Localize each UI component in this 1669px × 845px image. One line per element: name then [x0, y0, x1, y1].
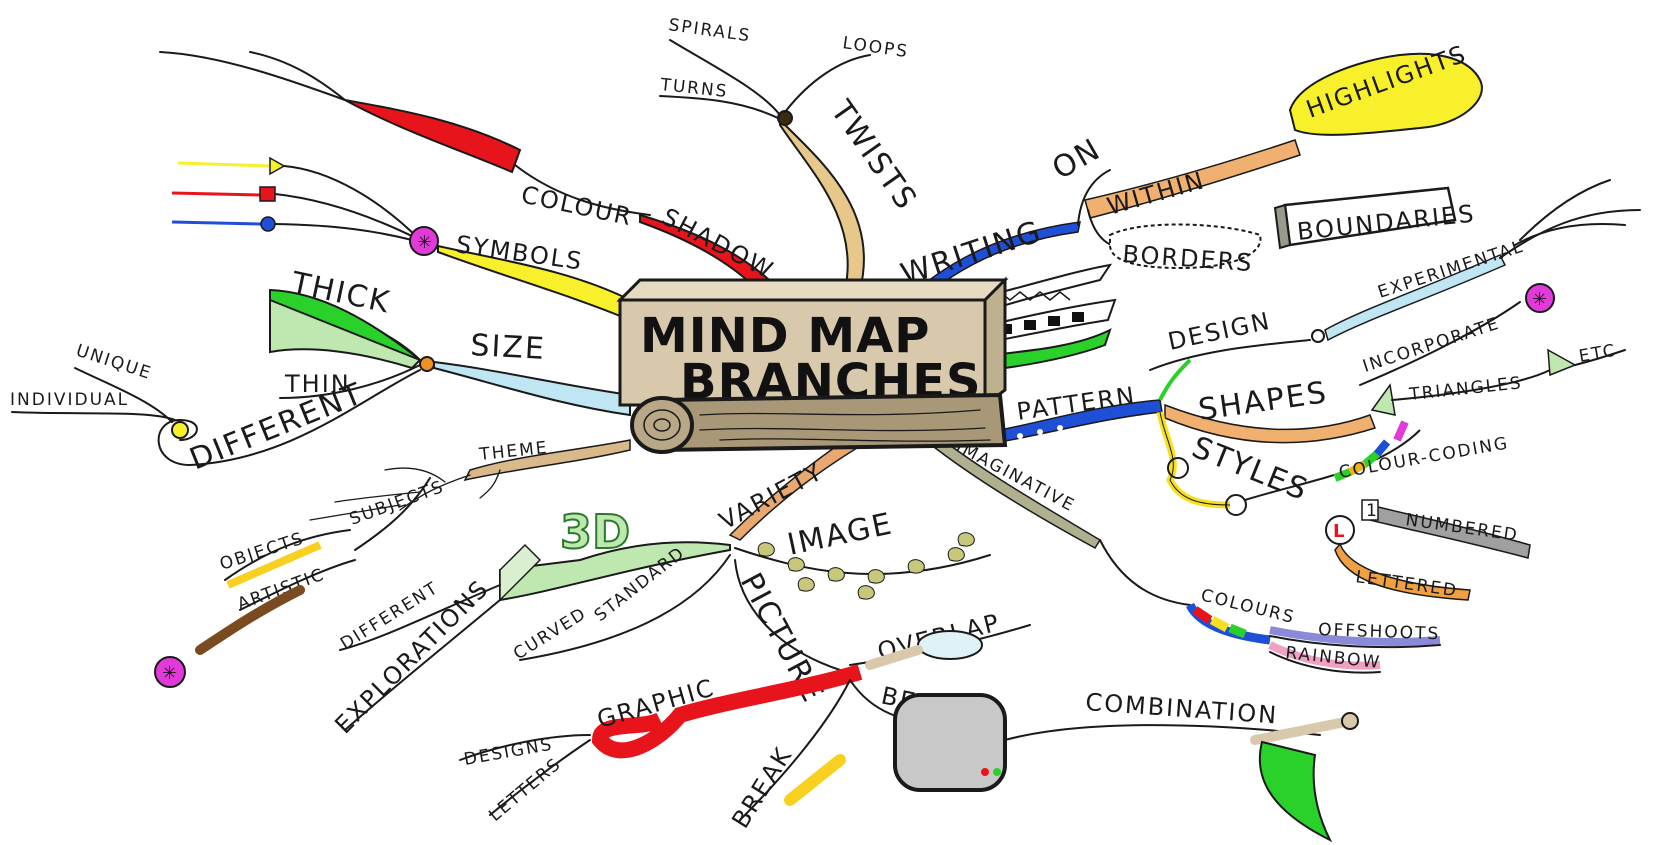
label-imaginative: IMAGINATIVE — [953, 437, 1079, 517]
size-node-icon — [419, 356, 435, 372]
label-turns: TURNS — [658, 75, 729, 102]
svg-text:✳: ✳ — [417, 232, 432, 253]
label-unique: UNIQUE — [73, 341, 154, 384]
pencil-icon — [226, 541, 322, 589]
tv-screen-icon — [893, 693, 1007, 792]
label-thin: THIN — [284, 370, 351, 398]
label-colour: COLOUR — [519, 180, 636, 231]
flag-pole-icon — [1250, 717, 1350, 745]
label-image: IMAGE — [784, 506, 896, 562]
label-different: DIFFERENT — [185, 376, 369, 477]
different-node-icon — [171, 421, 189, 439]
svg-text:✳: ✳ — [1532, 289, 1547, 310]
log-end-icon — [630, 396, 694, 454]
svg-text:1: 1 — [1366, 501, 1379, 521]
magnifier-icon — [917, 630, 983, 660]
leaves-icon — [757, 532, 975, 600]
label-shadow: SHADOW — [657, 203, 779, 285]
paintbrush-icon — [195, 585, 305, 655]
triangle-symbol-icon — [269, 156, 286, 176]
highlights-cloud-icon — [1288, 52, 1483, 136]
label-shapes: SHAPES — [1196, 375, 1330, 428]
label-etc: ETC — [1577, 341, 1618, 367]
label-triangles: TRIANGLES — [1407, 373, 1523, 405]
label-individual: INDIVIDUAL — [10, 390, 129, 410]
title-line-1: MIND MAP — [640, 308, 930, 364]
branch-size: THICK THIN SIZE — [269, 265, 631, 417]
label-offshoots: OFFSHOOTS — [1318, 620, 1441, 644]
label-combination: COMBINATION — [1085, 688, 1279, 729]
branch-different: UNIQUE INDIVIDUAL DIFFERENT — [10, 341, 421, 477]
label-size: SIZE — [470, 328, 547, 367]
branch-symbols: ✳ SYMBOLS — [171, 156, 631, 322]
label-letters: LETTERS — [485, 754, 565, 826]
label-incorporate: INCORPORATE — [1360, 314, 1502, 377]
log-icon — [658, 392, 1008, 453]
etc-triangle-icon — [1547, 348, 1577, 377]
break-pencil-icon — [784, 754, 846, 806]
svg-text:✳: ✳ — [162, 663, 177, 684]
pattern-ribbons — [989, 263, 1117, 372]
label-experimental: EXPERIMENTAL — [1375, 237, 1526, 303]
twists-node-icon — [777, 110, 793, 126]
label-design: DESIGN — [1165, 307, 1273, 356]
flag-icon — [1258, 740, 1333, 843]
central-title: MIND MAP BRANCHES — [616, 276, 1009, 454]
branch-pattern: PATTERN SHAPES TRIANGLES ETC — [999, 341, 1626, 444]
svg-text:L: L — [1333, 521, 1344, 542]
numbered-box-icon — [1361, 499, 1379, 521]
label-colour-coding: COLOUR-CODING — [1337, 433, 1510, 483]
branch-styles: STYLES COLOUR-CODING 1 NUMBERED L LETTER… — [1156, 411, 1531, 601]
branch-writing: WRITING ON WITHIN HIGHLIGHTS BORDERS BOU… — [897, 40, 1483, 306]
label-loops: LOOPS — [841, 33, 910, 62]
label-lettered: LETTERED — [1354, 567, 1459, 601]
label-spirals: SPIRALS — [667, 15, 752, 46]
incorporate-star-icon — [1525, 283, 1555, 313]
label-3d: 3D — [560, 505, 630, 559]
square-symbol-icon — [259, 186, 276, 202]
label-subjects: SUBJECTS — [347, 477, 448, 530]
label-within: WITHIN — [1104, 166, 1208, 221]
circle-symbol-icon — [260, 216, 276, 232]
styles-loop-icon — [1167, 457, 1189, 479]
star-node-icon — [409, 226, 439, 256]
label-break: BREAK — [726, 742, 798, 834]
design-spiral-icon — [1311, 329, 1325, 343]
title-box — [618, 298, 987, 407]
brush-star-icon — [154, 656, 186, 688]
